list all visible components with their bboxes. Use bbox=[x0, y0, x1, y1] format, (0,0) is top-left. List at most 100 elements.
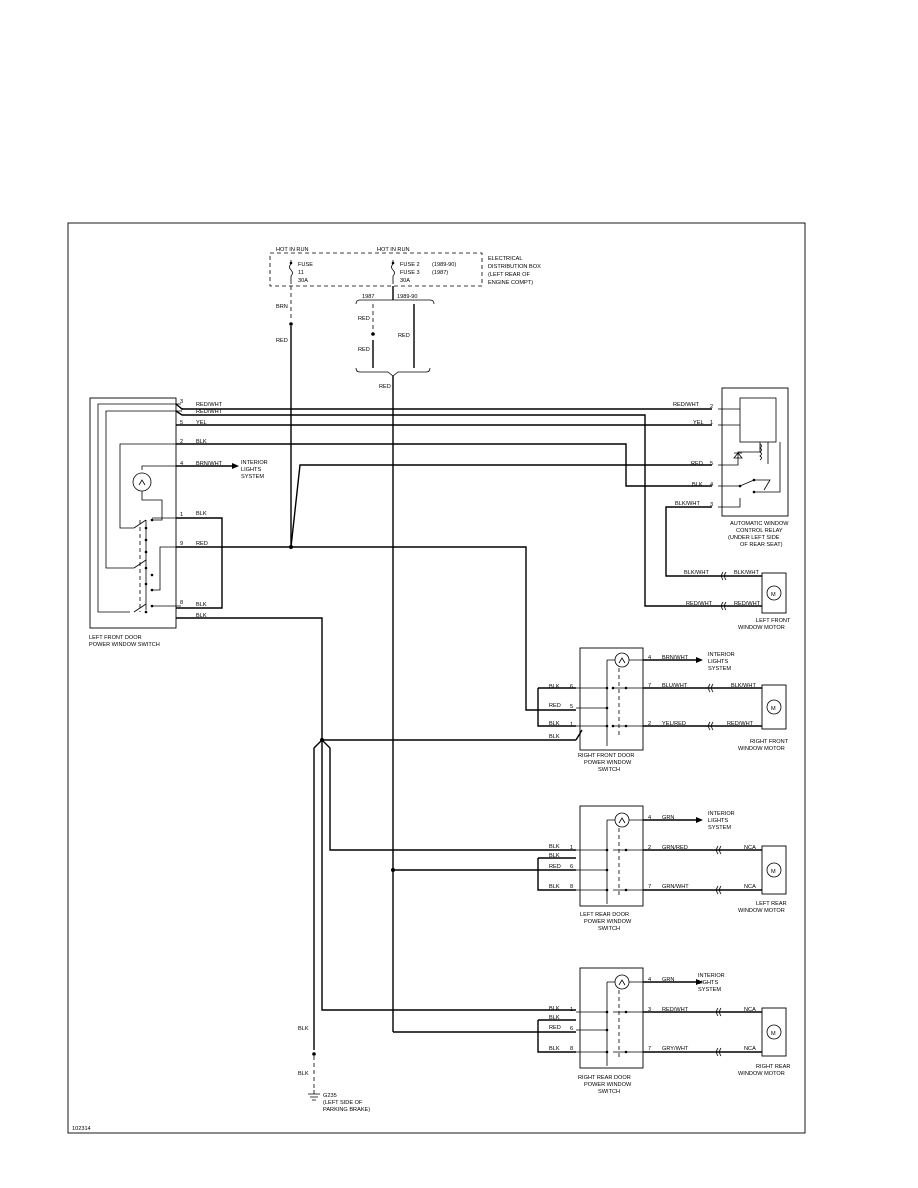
left-front-interior-lamp-icon bbox=[132, 472, 152, 492]
lr-blk1-label: BLK bbox=[549, 844, 560, 850]
lf-red-pin9-label: RED bbox=[196, 541, 208, 547]
rr-red-label: RED bbox=[549, 1025, 561, 1031]
rr-pin-1: 1 bbox=[570, 1007, 573, 1013]
lr-pin-8: 8 bbox=[570, 884, 573, 890]
rr-interior-label-2: LIGHTS bbox=[698, 980, 718, 986]
interior-lights-arrow-rf bbox=[696, 657, 703, 663]
right-front-switch-box bbox=[579, 647, 644, 751]
lf-pin-9: 9 bbox=[180, 541, 183, 547]
rr-blk2-label: BLK bbox=[549, 1015, 560, 1021]
lfm-red-wht-label-2: RED/WHT bbox=[734, 601, 761, 607]
ground-location-label-1: (LEFT SIDE OF bbox=[323, 1100, 363, 1106]
rf-pin-4: 4 bbox=[648, 655, 651, 661]
lr-switch-label-2: POWER WINDOW bbox=[584, 919, 632, 925]
edb-label-4: ENGINE COMPT) bbox=[488, 280, 533, 286]
lrm-label-2: WINDOW MOTOR bbox=[738, 908, 785, 914]
right-rear-interior-lamp-icon bbox=[614, 974, 630, 990]
red-wire-label-feed: RED bbox=[276, 338, 288, 344]
lr-pin-2: 2 bbox=[648, 845, 651, 851]
relay-module bbox=[739, 397, 777, 443]
relay-label-1: AUTOMATIC WINDOW bbox=[730, 521, 789, 527]
rf-interior-label-2: LIGHTS bbox=[708, 659, 728, 665]
lr-switch-label-1: LEFT REAR DOOR bbox=[580, 912, 629, 918]
rr-pin-7: 7 bbox=[648, 1046, 651, 1052]
red-wire-label-b: RED bbox=[358, 347, 370, 353]
lf-red-wht-label-1: RED/WHT bbox=[196, 402, 223, 408]
relay-pin-5: 5 bbox=[710, 461, 713, 467]
rr-pin-3: 3 bbox=[648, 1007, 651, 1013]
fuse-11-number: 11 bbox=[298, 270, 304, 276]
right-front-interior-lamp-icon bbox=[614, 652, 630, 668]
fuse-year-2: (1987) bbox=[432, 270, 448, 276]
relay-label-3: (UNDER LEFT SIDE bbox=[728, 535, 780, 541]
lr-switch-label-3: SWITCH bbox=[598, 926, 620, 932]
rf-blk6-label: BLK bbox=[549, 684, 560, 690]
hot-in-run-label-1: HOT IN RUN bbox=[276, 247, 309, 253]
brn-wire-label: BRN bbox=[276, 304, 288, 310]
rrm-label-1: RIGHT REAR bbox=[756, 1064, 790, 1070]
lr-pin-1: 1 bbox=[570, 845, 573, 851]
fuse-23-rating: 30A bbox=[400, 278, 410, 284]
relay-yel-label: YEL bbox=[693, 420, 704, 426]
interior-lights-arrow-lf bbox=[232, 463, 239, 469]
left-rear-interior-lamp-icon bbox=[614, 812, 630, 828]
lfm-label-1: LEFT FRONT bbox=[756, 618, 791, 624]
rr-motor-m: M bbox=[771, 1031, 776, 1037]
lf-pin-5: 5 bbox=[180, 420, 183, 426]
lf-pin-1: 1 bbox=[180, 512, 183, 518]
gnd-blk-label-2: BLK bbox=[298, 1071, 309, 1077]
lf-interior-label-1: INTERIOR bbox=[241, 460, 268, 466]
rf-pin-6: 6 bbox=[570, 684, 573, 690]
ground-g235-label: G235 bbox=[323, 1093, 337, 1099]
rr-red-wht-label: RED/WHT bbox=[662, 1007, 689, 1013]
rfm-label-2: WINDOW MOTOR bbox=[738, 746, 785, 752]
rr-switch-label-1: RIGHT REAR DOOR bbox=[578, 1075, 631, 1081]
relay-red-label: RED bbox=[691, 461, 703, 467]
ground-icon bbox=[308, 1090, 320, 1101]
lfm-blk-wht-label-2: BLK/WHT bbox=[734, 570, 759, 576]
fuse-11-rating: 30A bbox=[298, 278, 308, 284]
rf-switch-label-1: RIGHT FRONT DOOR bbox=[578, 753, 634, 759]
lf-pin-4: 4 bbox=[180, 461, 183, 467]
rf-motor-m: M bbox=[771, 706, 776, 712]
lr-nca-label-2: NCA bbox=[744, 884, 756, 890]
rf-switch-label-3: SWITCH bbox=[598, 767, 620, 773]
rf-blu-wht-label: BLU/WHT bbox=[662, 683, 688, 689]
rr-switch-label-3: SWITCH bbox=[598, 1089, 620, 1095]
year-1989-90-label: 1989-90 bbox=[397, 294, 418, 300]
lrm-label-1: LEFT REAR bbox=[756, 901, 787, 907]
lf-red-wht-label-2: RED/WHT bbox=[196, 409, 223, 415]
rr-switch-label-2: POWER WINDOW bbox=[584, 1082, 632, 1088]
rfm-label-1: RIGHT FRONT bbox=[750, 739, 789, 745]
lf-blk-out-label: BLK bbox=[196, 613, 207, 619]
year-split-bracket-top bbox=[355, 299, 435, 305]
fuse-3-label: FUSE 3 bbox=[400, 270, 420, 276]
relay-pin-2: 2 bbox=[710, 404, 713, 410]
edb-label-2: DISTRIBUTION BOX bbox=[488, 264, 541, 270]
lf-pin-3: 3 bbox=[180, 399, 183, 405]
lr-grn-red-label: GRN/RED bbox=[662, 845, 688, 851]
interior-lights-arrow-lr bbox=[696, 817, 703, 823]
left-rear-switch-box bbox=[579, 805, 644, 907]
rf-blk1-label: BLK bbox=[549, 721, 560, 727]
relay-label-4: OF REAR SEAT) bbox=[740, 542, 783, 548]
rf-pin-7: 7 bbox=[648, 683, 651, 689]
relay-blk-label: BLK bbox=[692, 482, 703, 488]
edb-label-3: (LEFT REAR OF bbox=[488, 272, 530, 278]
diagram-id: 102314 bbox=[72, 1126, 91, 1132]
lf-yel-label: YEL bbox=[196, 420, 207, 426]
left-front-switch-label-2: POWER WINDOW SWITCH bbox=[89, 642, 160, 648]
rr-interior-label-3: SYSTEM bbox=[698, 987, 721, 993]
lf-pin-8: 8 bbox=[180, 600, 183, 606]
lr-interior-label-1: INTERIOR bbox=[708, 811, 735, 817]
left-front-switch-box bbox=[89, 397, 177, 629]
control-relay-box bbox=[721, 387, 789, 517]
rr-gry-wht-label: GRY/WHT bbox=[662, 1046, 689, 1052]
lfm-red-wht-label-1: RED/WHT bbox=[686, 601, 713, 607]
interior-lights-arrow-rr bbox=[696, 979, 703, 985]
lf-blk-pin1-label: BLK bbox=[196, 511, 207, 517]
rr-pin-6: 6 bbox=[570, 1026, 573, 1032]
fuse-2-label: FUSE 2 bbox=[400, 262, 420, 268]
lr-grn-wht-label: GRN/WHT bbox=[662, 884, 689, 890]
